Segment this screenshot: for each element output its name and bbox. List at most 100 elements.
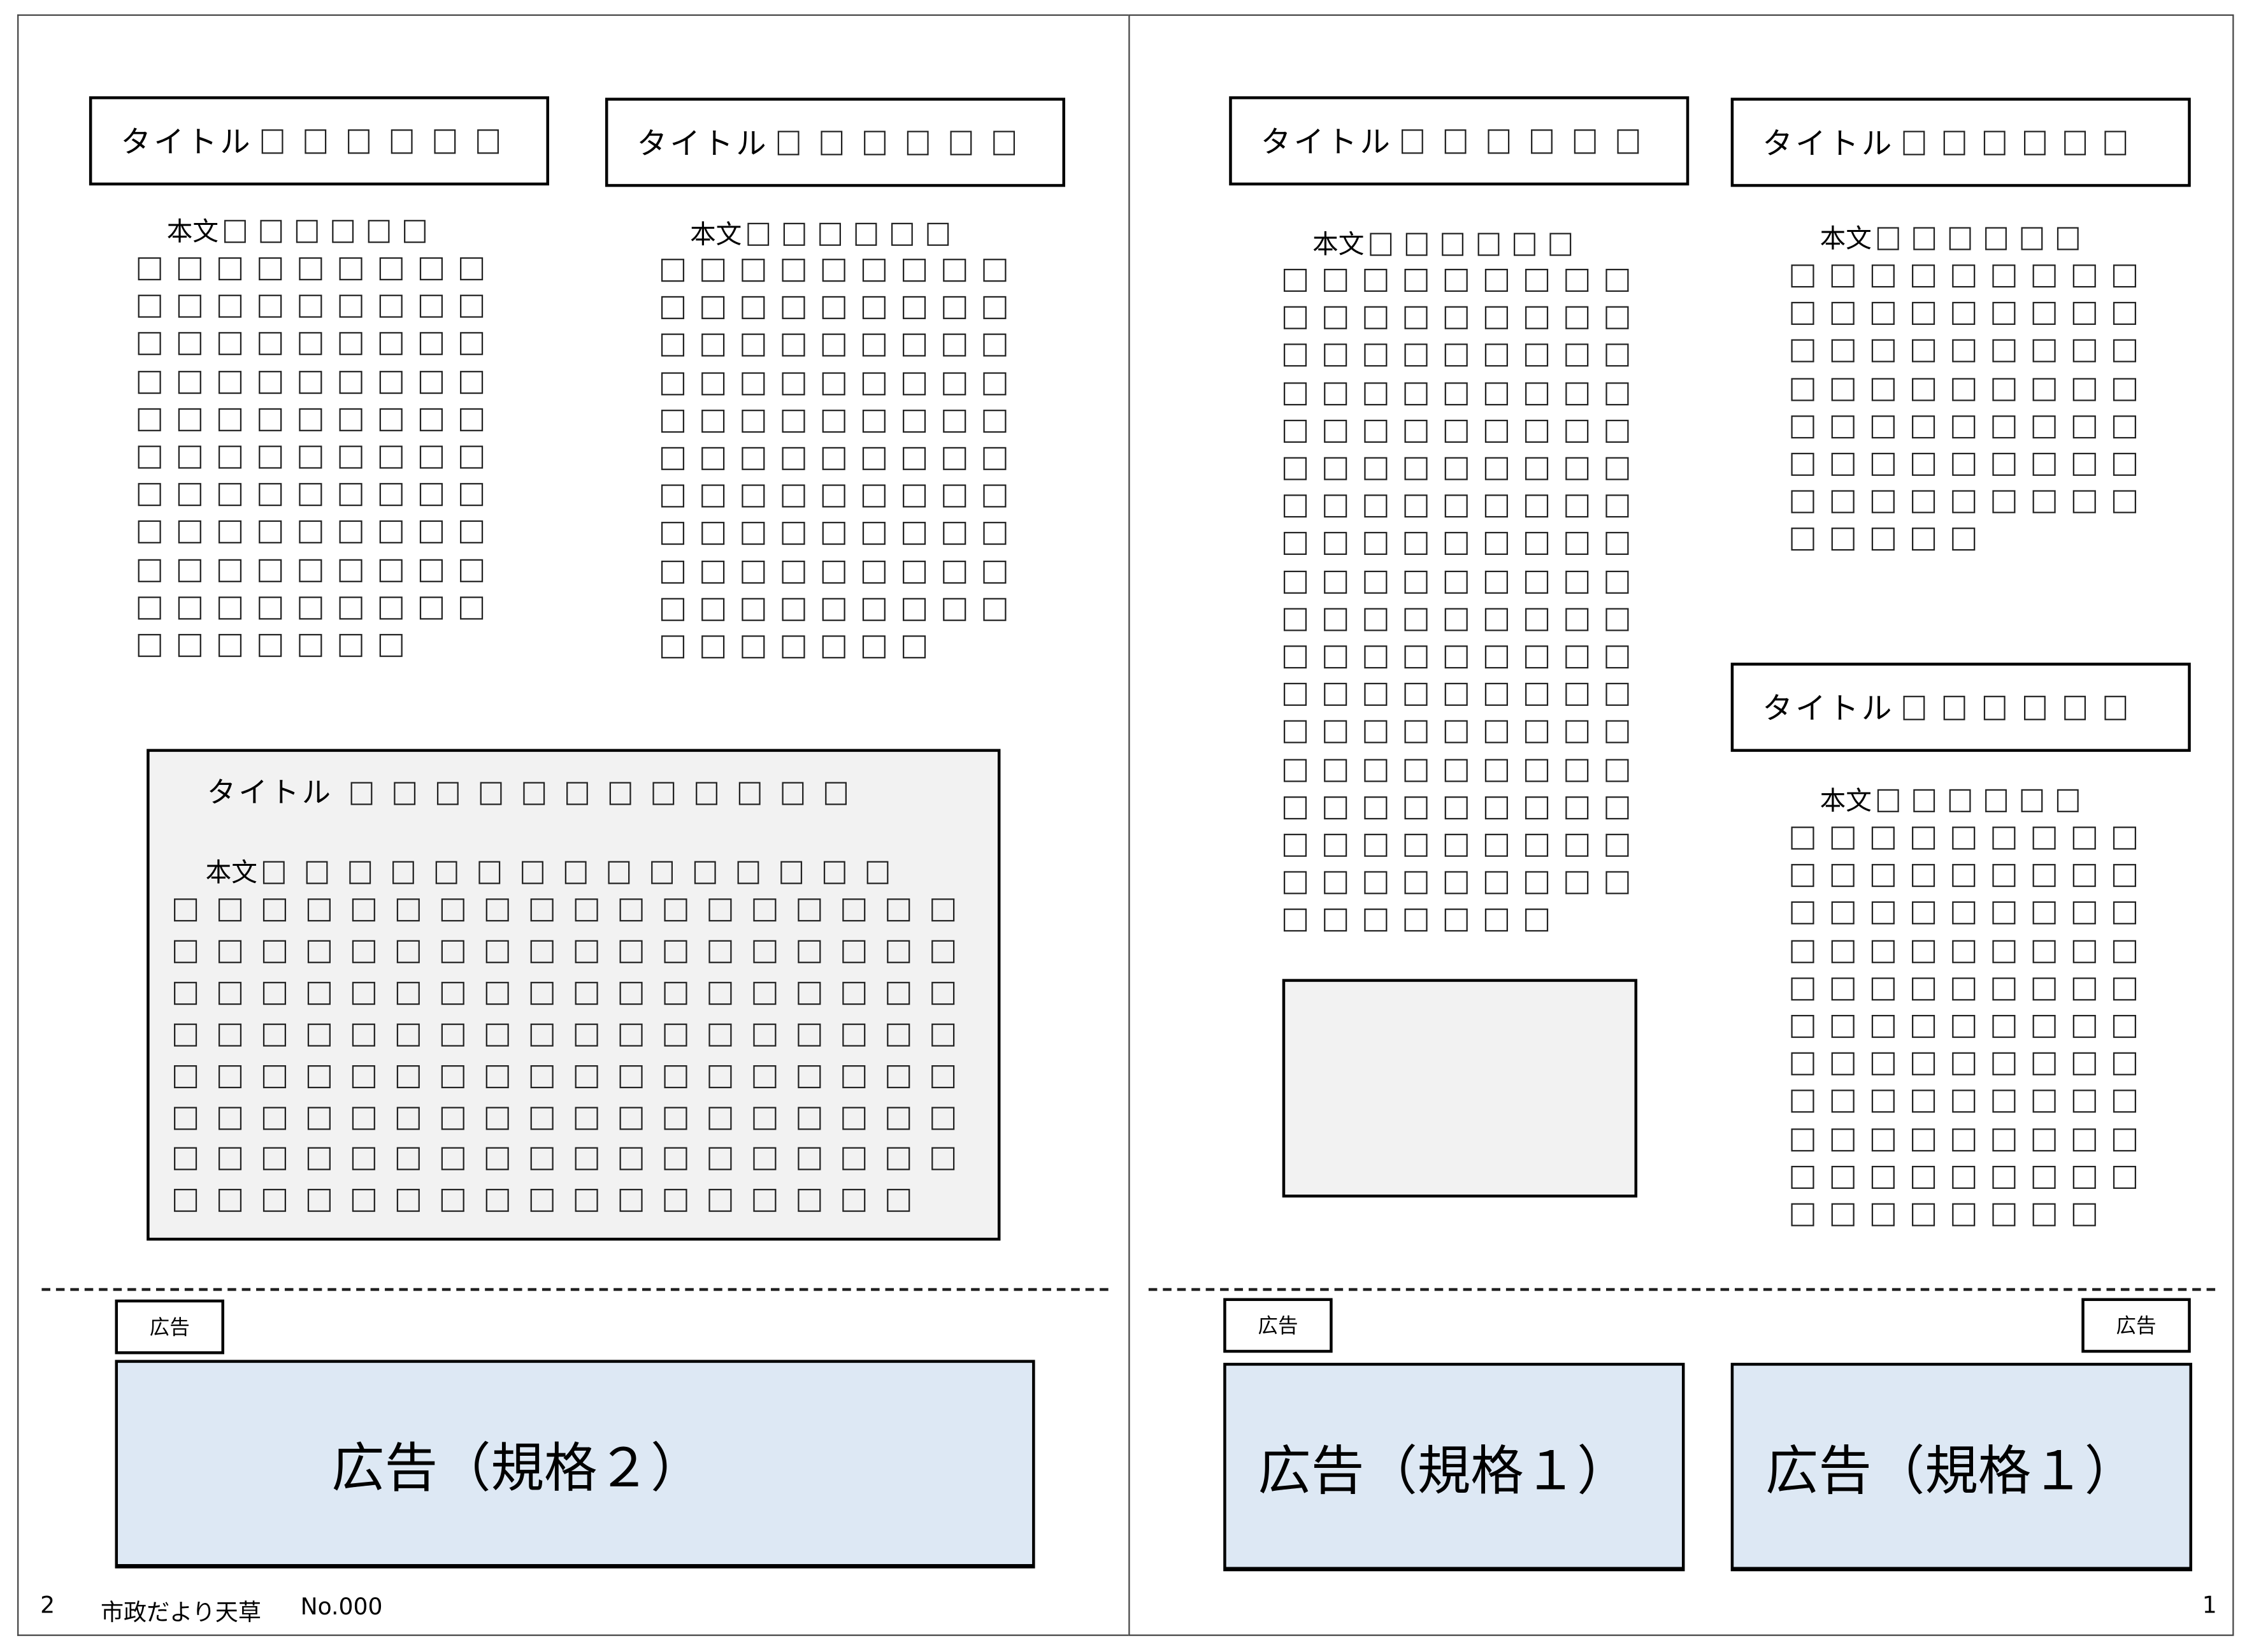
placeholder-glyph	[664, 1189, 687, 1212]
placeholder-glyph	[1370, 233, 1392, 256]
placeholder-glyph	[2072, 340, 2096, 363]
placeholder-glyph	[1605, 457, 1629, 480]
placeholder-glyph	[701, 334, 725, 357]
placeholder-glyph	[1912, 901, 1935, 925]
ad-space-size-1[interactable]: 広告（規格１）	[1730, 1363, 2193, 1572]
placeholder-glyph	[1364, 382, 1388, 405]
placeholder-glyph	[1525, 721, 1549, 744]
placeholder-glyph	[1404, 494, 1428, 518]
placeholder-glyph	[178, 333, 201, 356]
placeholder-glyph	[1364, 457, 1388, 480]
placeholder-glyph	[708, 1106, 732, 1130]
placeholder-glyph	[907, 131, 929, 155]
body-text-row	[138, 518, 501, 544]
placeholder-glyph	[842, 1106, 866, 1130]
placeholder-glyph	[1912, 264, 1935, 288]
placeholder-glyph	[138, 483, 161, 506]
ad-space-size-1[interactable]: 広告（規格１）	[1223, 1363, 1685, 1572]
placeholder-glyph	[1484, 268, 1508, 292]
feature-panel[interactable]: タイトル 本文	[147, 749, 1001, 1241]
article-body[interactable]: 本文	[138, 212, 512, 672]
placeholder-glyph	[661, 560, 685, 584]
placeholder-glyph	[694, 861, 716, 884]
placeholder-glyph	[661, 259, 685, 282]
placeholder-glyph	[1992, 264, 2016, 288]
placeholder-glyph	[943, 409, 966, 433]
placeholder-glyph	[842, 898, 866, 922]
article-title: タイトル	[1762, 126, 1895, 161]
article-title: タイトル	[1260, 125, 1393, 160]
placeholder-glyph	[1484, 494, 1508, 518]
placeholder-glyph	[460, 333, 484, 356]
article-body[interactable]: 本文	[1791, 780, 2165, 1240]
placeholder-glyph	[2032, 377, 2056, 401]
placeholder-glyph	[1283, 871, 1307, 894]
placeholder-glyph	[485, 1023, 509, 1046]
placeholder-glyph	[2072, 1015, 2096, 1038]
placeholder-glyph	[1444, 909, 1468, 933]
placeholder-glyph	[259, 596, 282, 620]
placeholder-glyph	[701, 635, 725, 659]
placeholder-glyph	[1831, 377, 1855, 401]
placeholder-glyph	[2072, 826, 2096, 850]
body-text-row	[174, 1186, 931, 1212]
placeholder-glyph	[441, 1106, 464, 1130]
placeholder-glyph	[530, 981, 554, 1005]
placeholder-glyph	[2113, 490, 2137, 514]
placeholder-glyph	[862, 484, 886, 508]
placeholder-glyph	[983, 296, 1007, 320]
placeholder-glyph	[1404, 607, 1428, 631]
placeholder-glyph	[1565, 871, 1589, 894]
placeholder-glyph	[822, 447, 845, 470]
placeholder-glyph	[299, 333, 322, 356]
placeholder-glyph	[1871, 490, 1895, 514]
placeholder-glyph	[307, 1106, 331, 1130]
placeholder-glyph	[1831, 452, 1855, 476]
body-text-row	[1283, 379, 1646, 405]
placeholder-glyph	[1871, 1052, 1895, 1076]
article-body[interactable]: 本文	[1791, 219, 2165, 564]
placeholder-glyph	[782, 782, 805, 805]
placeholder-glyph	[1484, 645, 1508, 669]
placeholder-glyph	[1565, 382, 1589, 405]
placeholder-glyph	[1283, 532, 1307, 556]
article-title-box[interactable]: タイトル	[89, 96, 549, 186]
placeholder-glyph	[1364, 607, 1388, 631]
placeholder-glyph	[307, 981, 331, 1005]
publication-name: 市政だより天草	[100, 1598, 261, 1626]
photo-placeholder[interactable]	[1282, 979, 1638, 1198]
placeholder-glyph	[460, 408, 484, 431]
placeholder-glyph	[299, 408, 322, 431]
placeholder-glyph	[887, 1189, 910, 1212]
placeholder-glyph	[701, 371, 725, 395]
article-title-box[interactable]: タイトル	[1730, 97, 2191, 187]
placeholder-glyph	[530, 940, 554, 963]
placeholder-glyph	[441, 1023, 464, 1046]
placeholder-glyph	[619, 1147, 643, 1171]
placeholder-glyph	[178, 257, 201, 280]
placeholder-glyph	[1324, 268, 1347, 292]
placeholder-glyph	[983, 447, 1007, 470]
placeholder-glyph	[664, 981, 687, 1005]
placeholder-glyph	[1364, 532, 1388, 556]
article-title-box[interactable]: タイトル	[1730, 663, 2191, 752]
body-header: 本文	[206, 852, 910, 890]
placeholder-glyph	[307, 940, 331, 963]
article-body[interactable]: 本文	[1283, 224, 1658, 943]
article-body[interactable]: 本文	[661, 214, 1035, 674]
placeholder-glyph	[1364, 758, 1388, 782]
placeholder-glyph	[2113, 901, 2137, 925]
placeholder-glyph	[619, 1106, 643, 1130]
ad-space-size-2[interactable]: 広告（規格２）	[115, 1360, 1035, 1569]
placeholder-glyph	[822, 522, 845, 546]
placeholder-glyph	[798, 898, 821, 922]
article-title-box[interactable]: タイトル	[605, 97, 1065, 187]
placeholder-glyph	[379, 521, 403, 544]
placeholder-glyph	[1574, 129, 1596, 154]
article-title-box[interactable]: タイトル	[1229, 96, 1690, 186]
placeholder-glyph	[1871, 1128, 1895, 1151]
placeholder-glyph	[1442, 233, 1464, 256]
body-text-row	[174, 1020, 976, 1046]
placeholder-glyph	[1605, 721, 1629, 744]
placeholder-glyph	[1324, 532, 1347, 556]
